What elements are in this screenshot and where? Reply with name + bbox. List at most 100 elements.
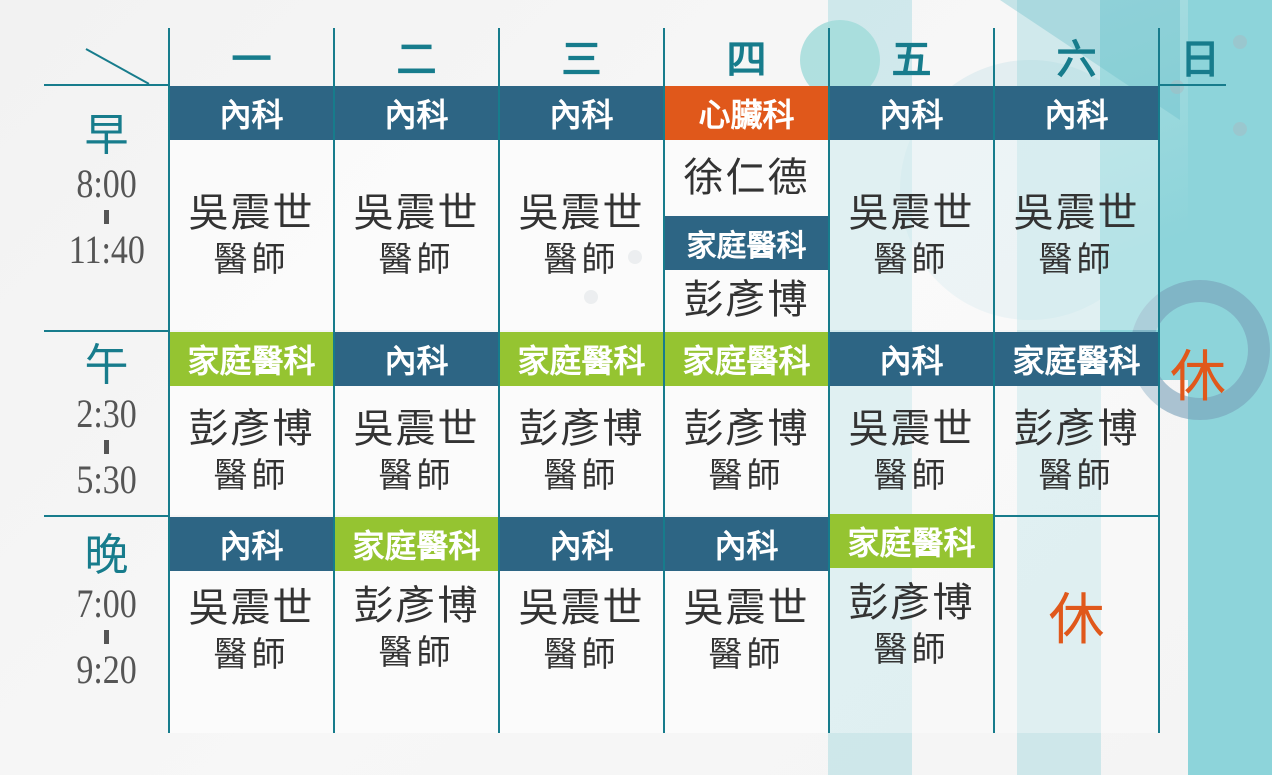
schedule-cell: 家庭醫科 彭彥博醫師 xyxy=(830,514,993,733)
doctor-title: 醫師 xyxy=(543,240,620,280)
period-start: 2:30 xyxy=(76,391,137,436)
doctor-title: 醫師 xyxy=(873,630,950,670)
doctor-title: 醫師 xyxy=(708,635,785,675)
schedule-cell: 家庭醫科 彭彥博醫師 xyxy=(170,332,333,515)
period-name: 早 xyxy=(84,110,129,161)
doctor-name: 彭彥博 xyxy=(683,277,810,323)
doctor-title: 醫師 xyxy=(213,635,290,675)
dept-label: 內科 xyxy=(335,332,498,386)
period-name: 晚 xyxy=(84,530,129,581)
period-afternoon: 午 2:30 5:30 xyxy=(44,340,169,502)
grid-line xyxy=(828,28,830,733)
period-name: 午 xyxy=(84,340,129,391)
dept-label: 內科 xyxy=(500,86,663,140)
doctor-name: 吳震世 xyxy=(188,190,315,236)
schedule-cell: 家庭醫科 彭彥博醫師 xyxy=(335,517,498,733)
dept-label: 家庭醫科 xyxy=(665,332,828,386)
schedule-cell: 內科 吳震世醫師 xyxy=(830,332,993,515)
doctor-name: 吳震世 xyxy=(1013,190,1140,236)
grid-line xyxy=(995,515,1158,517)
grid-line xyxy=(1158,84,1226,86)
doctor-title: 醫師 xyxy=(378,240,455,280)
dept-label: 家庭醫科 xyxy=(500,332,663,386)
day-header-thu: 四 xyxy=(726,37,767,83)
dept-label: 家庭醫科 xyxy=(995,332,1158,386)
dept-label: 內科 xyxy=(500,517,663,571)
doctor-name: 彭彥博 xyxy=(1013,405,1140,452)
doctor-name: 吳震世 xyxy=(353,190,480,236)
schedule-cell: 內科 吳震世醫師 xyxy=(500,517,663,733)
background-dot xyxy=(1170,80,1184,94)
dept-label: 心臟科 xyxy=(665,86,828,140)
doctor-title: 醫師 xyxy=(543,635,620,675)
dept-label: 內科 xyxy=(170,86,333,140)
day-header-sun: 日 xyxy=(1180,37,1220,83)
period-start: 7:00 xyxy=(76,581,137,626)
grid-line xyxy=(44,330,169,332)
grid-line xyxy=(1158,28,1160,733)
doctor-title: 醫師 xyxy=(213,240,290,280)
schedule-cell-closed: 休 xyxy=(995,517,1158,733)
schedule-cell: 內科 吳震世醫師 xyxy=(665,517,828,733)
doctor-name: 彭彥博 xyxy=(188,405,315,452)
background-dot xyxy=(1233,35,1247,49)
dept-label: 家庭醫科 xyxy=(830,514,993,568)
background-dot xyxy=(1233,122,1247,136)
dept-label: 內科 xyxy=(995,86,1158,140)
grid-line xyxy=(44,84,169,86)
doctor-name: 吳震世 xyxy=(683,585,810,631)
doctor-title: 醫師 xyxy=(1038,240,1115,280)
grid-line xyxy=(993,28,995,733)
grid-line xyxy=(663,28,665,733)
doctor-title: 醫師 xyxy=(213,455,290,496)
corner-divider xyxy=(85,48,150,85)
schedule-cell: 家庭醫科 彭彥博醫師 xyxy=(665,332,828,515)
doctor-title: 醫師 xyxy=(378,633,455,673)
schedule-cell: 內科 吳震世醫師 xyxy=(170,86,333,330)
period-end: 9:20 xyxy=(76,647,137,692)
doctor-name: 吳震世 xyxy=(518,190,645,236)
day-header-wed: 三 xyxy=(561,37,602,83)
doctor-name: 吳震世 xyxy=(848,405,975,452)
time-dash xyxy=(104,440,109,454)
grid-line xyxy=(498,28,500,733)
doctor-name: 吳震世 xyxy=(518,585,645,631)
doctor-title: 醫師 xyxy=(1038,455,1115,496)
time-dash xyxy=(104,210,109,224)
schedule-cell: 內科 吳震世醫師 xyxy=(335,86,498,330)
day-header-fri: 五 xyxy=(891,37,932,83)
grid-line xyxy=(333,28,335,733)
doctor-title: 醫師 xyxy=(873,455,950,496)
doctor-title: 醫師 xyxy=(708,455,785,496)
day-header-sat: 六 xyxy=(1056,37,1097,83)
dept-label: 家庭醫科 xyxy=(170,332,333,386)
dept-label: 內科 xyxy=(170,517,333,571)
period-start: 8:00 xyxy=(76,161,137,206)
doctor-title: 醫師 xyxy=(873,240,950,280)
dept-label: 家庭醫科 xyxy=(665,216,828,270)
period-end: 5:30 xyxy=(76,457,137,502)
schedule-cell: 家庭醫科 彭彥博醫師 xyxy=(995,332,1158,515)
schedule-cell: 內科 吳震世醫師 xyxy=(170,517,333,733)
schedule-cell: 內科 吳震世醫師 xyxy=(500,86,663,330)
time-dash xyxy=(104,630,109,644)
sunday-closed-label: 休 xyxy=(1170,345,1226,410)
doctor-title: 醫師 xyxy=(378,455,455,496)
dept-label: 內科 xyxy=(335,86,498,140)
grid-line xyxy=(168,28,170,733)
schedule-cell: 內科 吳震世醫師 xyxy=(995,86,1158,330)
day-header-tue: 二 xyxy=(396,37,437,83)
dept-label: 內科 xyxy=(665,517,828,571)
doctor-name: 吳震世 xyxy=(188,585,315,631)
dept-label: 內科 xyxy=(830,86,993,140)
dept-label: 內科 xyxy=(830,332,993,386)
day-header-mon: 一 xyxy=(231,37,272,83)
schedule-cell: 心臟科 徐仁德 家庭醫科 彭彥博 xyxy=(665,86,828,330)
period-morning: 早 8:00 11:40 xyxy=(44,110,169,272)
schedule-cell: 內科 吳震世醫師 xyxy=(830,86,993,330)
schedule-cell: 內科 吳震世醫師 xyxy=(335,332,498,515)
doctor-name: 彭彥博 xyxy=(518,405,645,452)
closed-label: 休 xyxy=(1048,588,1105,653)
doctor-name: 徐仁德 xyxy=(683,155,810,201)
period-end: 11:40 xyxy=(68,227,145,272)
